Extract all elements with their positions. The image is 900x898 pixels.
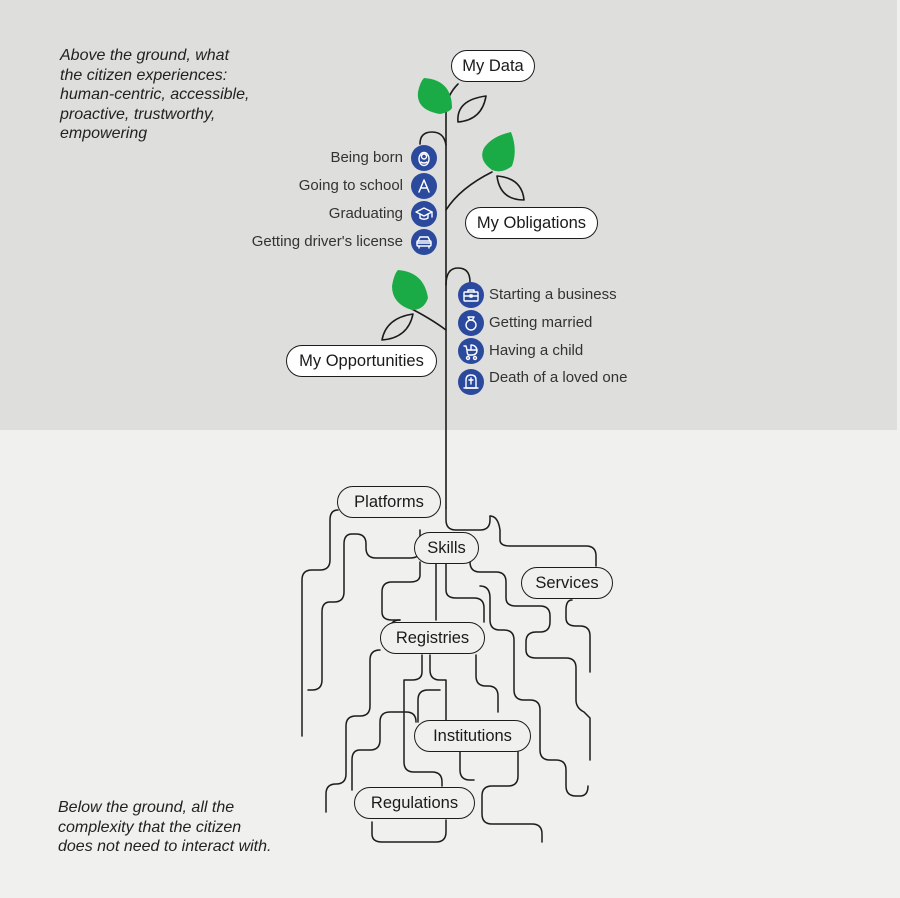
root-institutions: Institutions <box>414 720 531 752</box>
green-leaf-my-data <box>417 78 452 114</box>
root-9 <box>479 585 589 797</box>
root-12 <box>403 654 443 787</box>
tombstone-icon <box>458 369 484 395</box>
above-ground-area <box>0 0 897 430</box>
event-label-drivers-license: Getting driver's license <box>251 233 403 250</box>
root-10 <box>565 599 591 673</box>
root-8 <box>469 561 591 761</box>
root-16 <box>325 649 381 813</box>
root-regulations: Regulations <box>354 787 475 819</box>
event-label-death-loved-one: Death of a loved one <box>489 369 628 386</box>
branch-my-data: My Data <box>451 50 535 82</box>
root-1 <box>445 507 491 531</box>
root-17 <box>351 711 417 791</box>
below-ground-caption: Below the ground, all the complexity tha… <box>58 799 272 855</box>
root-skills: Skills <box>414 532 479 564</box>
root-18 <box>481 751 543 843</box>
root-services: Services <box>521 567 613 599</box>
root-platforms: Platforms <box>337 486 441 518</box>
ring-icon <box>458 310 484 336</box>
stroller-icon <box>458 338 484 364</box>
outline-leaf-3 <box>381 313 414 341</box>
root-7 <box>445 561 485 623</box>
baby-icon <box>411 145 437 171</box>
root-19 <box>459 751 475 781</box>
outline-leaf-1 <box>457 95 487 123</box>
event-label-getting-married: Getting married <box>489 314 593 331</box>
root-4 <box>307 529 421 691</box>
green-leaf-opportunities <box>392 270 428 310</box>
stem-curl-lower <box>445 267 471 286</box>
stem-curl-upper <box>419 131 447 146</box>
root-14 <box>417 689 441 723</box>
root-2 <box>489 515 597 567</box>
root-3 <box>301 509 339 737</box>
above-ground-caption: Above the ground, what the citizen exper… <box>60 47 250 142</box>
car-icon <box>411 229 437 255</box>
root-13 <box>429 654 447 723</box>
event-label-having-child: Having a child <box>489 342 584 359</box>
root-6 <box>381 561 421 621</box>
below-ground-area <box>0 430 900 898</box>
event-label-being-born: Being born <box>330 149 403 166</box>
event-label-starting-business: Starting a business <box>489 286 617 303</box>
root-20 <box>371 819 447 843</box>
briefcase-icon <box>458 282 484 308</box>
branch-obligations <box>445 171 493 211</box>
root-registries: Registries <box>380 622 485 654</box>
branch-my-obligations: My Obligations <box>465 207 598 239</box>
event-label-graduating: Graduating <box>328 205 403 222</box>
graduation-cap-icon <box>411 201 437 227</box>
green-leaf-obligations <box>482 132 515 172</box>
event-label-going-to-school: Going to school <box>298 177 403 194</box>
root-11 <box>475 654 499 713</box>
branch-my-opportunities: My Opportunities <box>286 345 437 377</box>
letter-a-icon <box>411 173 437 199</box>
outline-leaf-2 <box>496 175 525 201</box>
